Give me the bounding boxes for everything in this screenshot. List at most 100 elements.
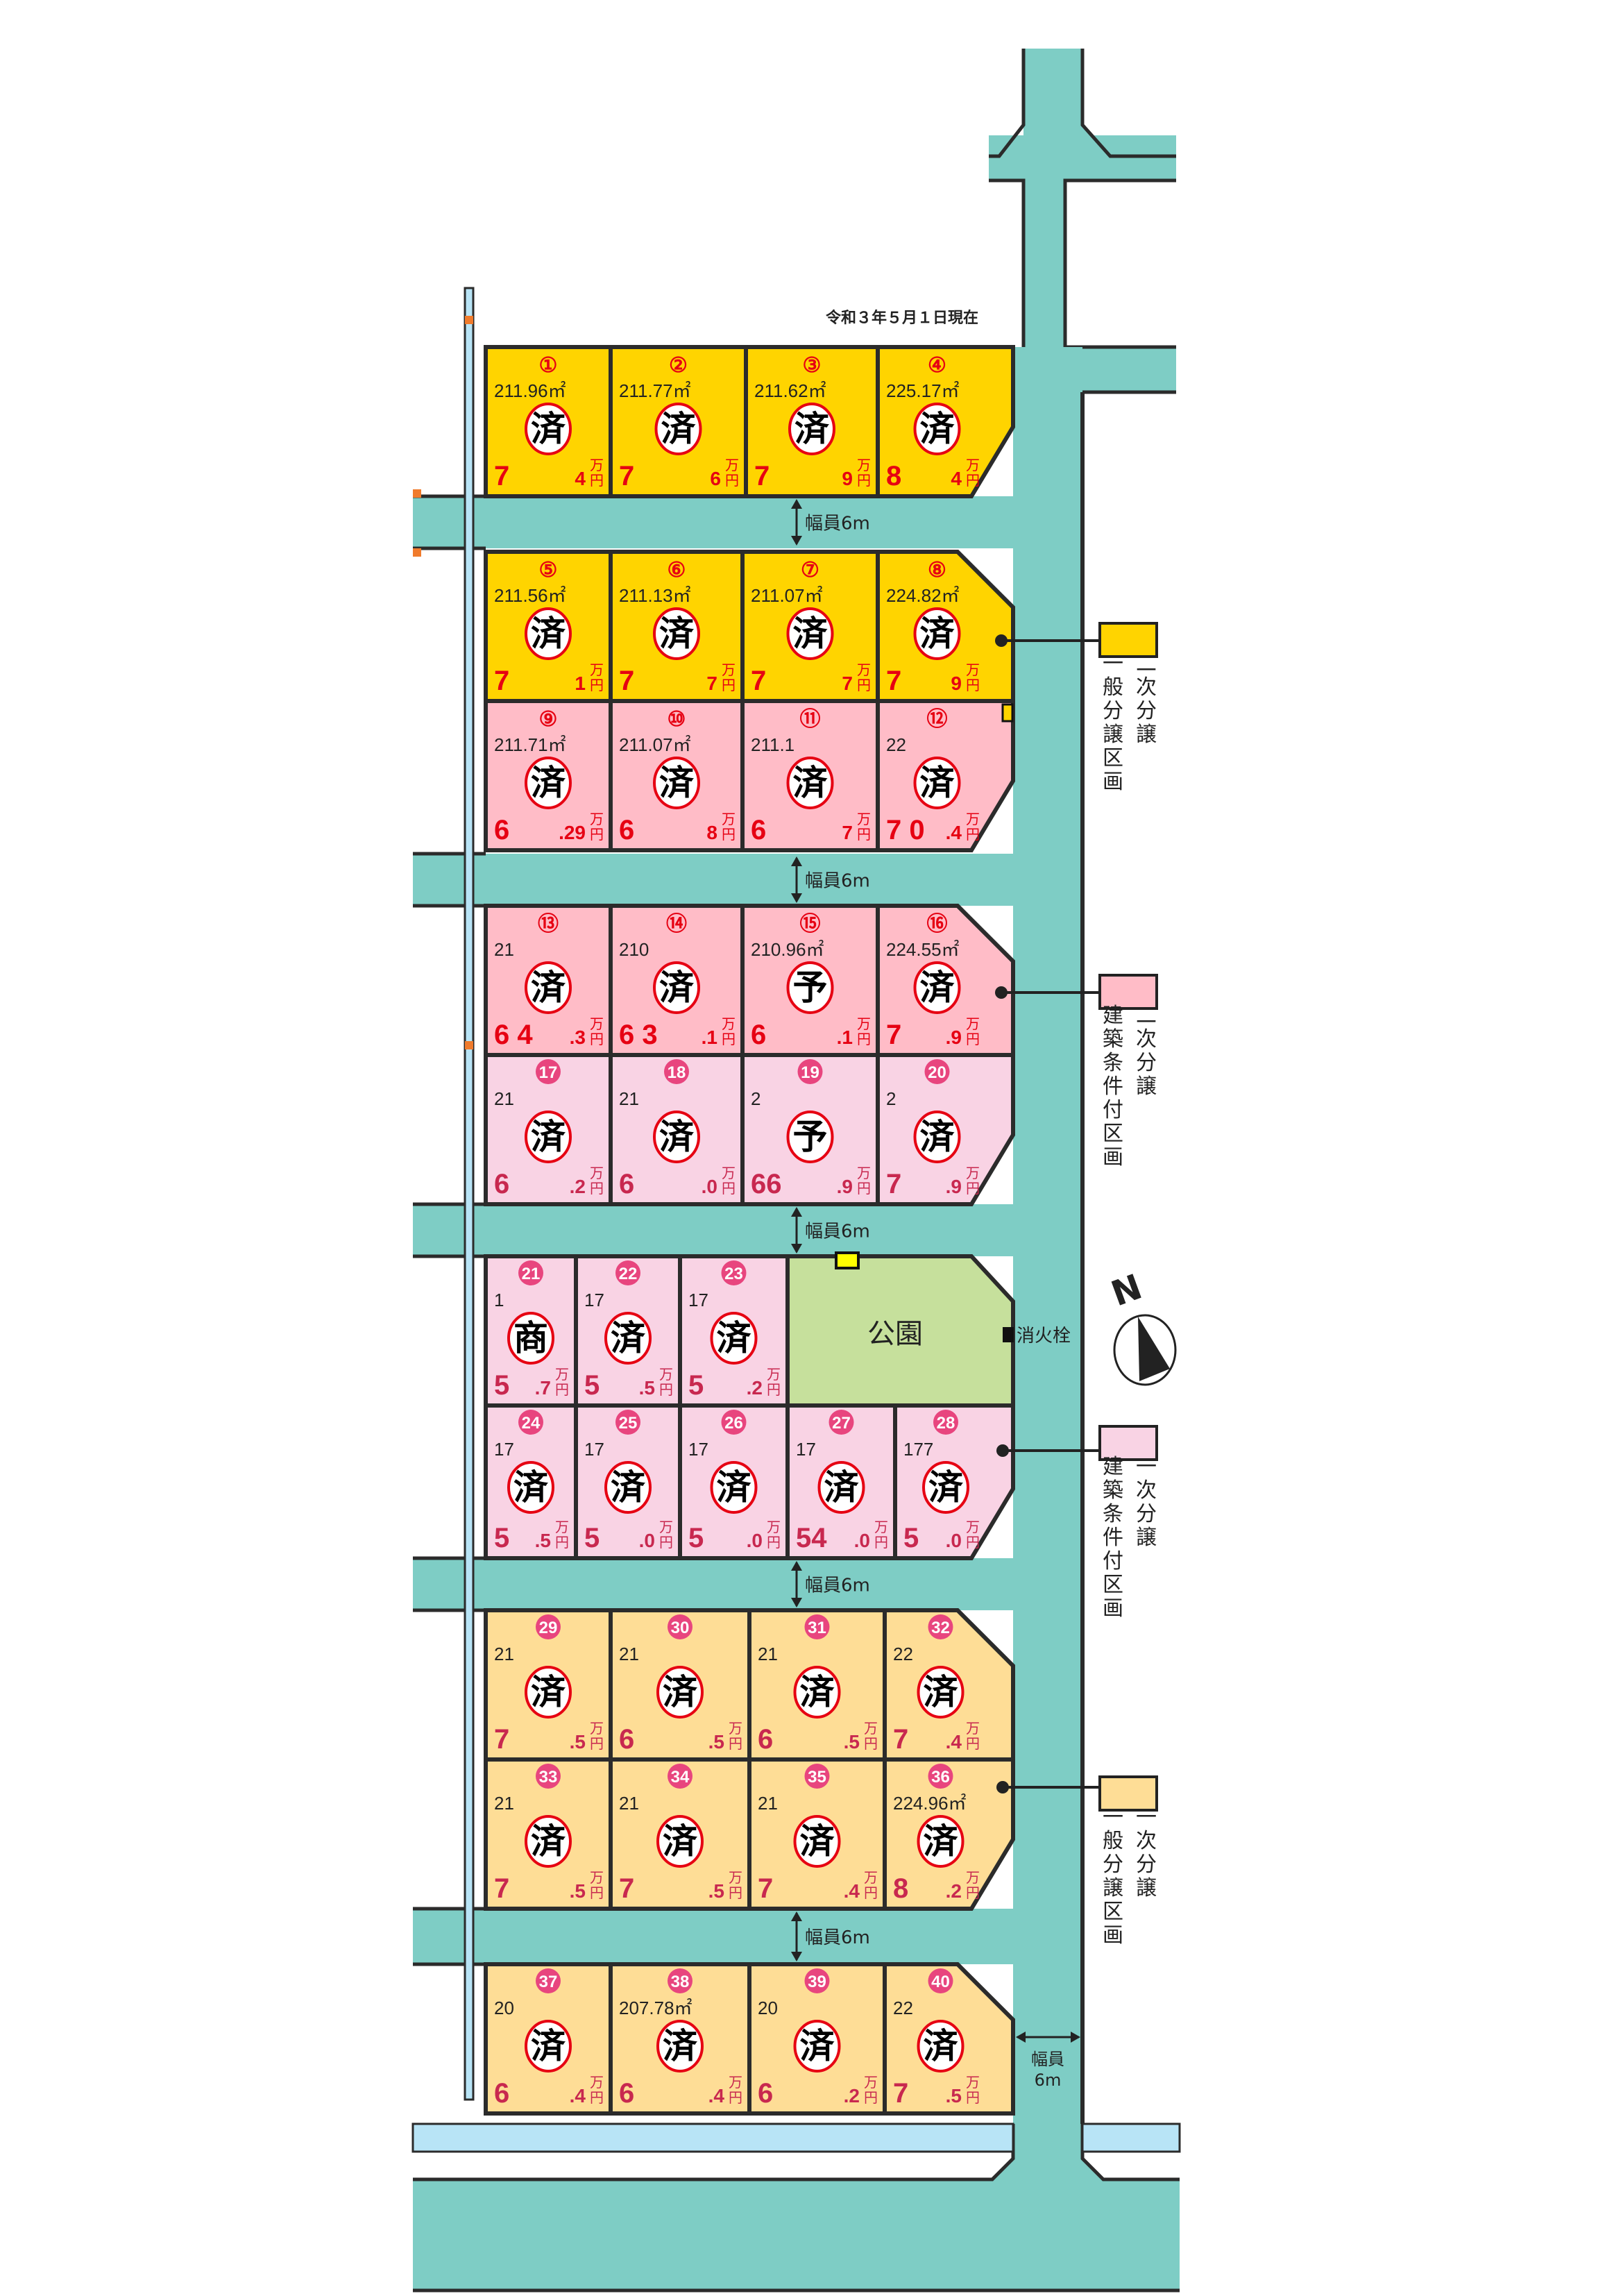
status-stamp[interactable]: 済: [525, 1666, 572, 1719]
status-stamp[interactable]: 済: [525, 403, 572, 455]
status-stamp[interactable]: 済: [917, 2020, 965, 2073]
status-stamp[interactable]: 済: [653, 961, 700, 1014]
status-stamp[interactable]: 済: [710, 1461, 758, 1514]
status-stamp[interactable]: 済: [786, 757, 834, 809]
park-area[interactable]: [785, 1254, 1015, 1408]
road-ew-3[interactable]: [413, 1204, 1017, 1256]
status-stamp[interactable]: 済: [817, 1461, 865, 1514]
status-stamp[interactable]: 済: [653, 607, 700, 660]
price-unit-man: 万: [864, 1869, 878, 1886]
status-stamp[interactable]: 済: [525, 607, 572, 660]
status-stamp[interactable]: 済: [710, 1312, 758, 1365]
road-ew-1[interactable]: [413, 496, 1017, 548]
lot-price-trailing: .5: [570, 1880, 586, 1902]
lot-price-leading: 7: [494, 666, 509, 696]
status-stamp[interactable]: 済: [525, 1815, 572, 1868]
status-stamp[interactable]: 済: [654, 403, 702, 455]
status-stamp[interactable]: 済: [913, 607, 961, 660]
status-stamp[interactable]: 済: [913, 1111, 961, 1163]
status-stamp[interactable]: 済: [917, 1666, 965, 1719]
status-stamp[interactable]: 予: [786, 1111, 834, 1163]
status-stamp[interactable]: 済: [793, 1666, 841, 1719]
status-stamp[interactable]: 済: [917, 1815, 965, 1868]
status-stamp[interactable]: 済: [525, 1111, 572, 1163]
status-stamp[interactable]: 済: [653, 1111, 700, 1163]
road-east-stub[interactable]: [1082, 347, 1176, 392]
lot-price-leading: 6: [619, 1724, 634, 1755]
status-stamp[interactable]: 済: [913, 961, 961, 1014]
status-stamp[interactable]: 済: [653, 757, 700, 809]
status-stamp[interactable]: 済: [656, 1666, 704, 1719]
status-stamp[interactable]: 済: [922, 1461, 969, 1514]
status-stamp[interactable]: 済: [656, 1815, 704, 1868]
road-main-ns[interactable]: [1013, 347, 1082, 2263]
road-north[interactable]: [1023, 49, 1176, 347]
status-stamp[interactable]: 済: [525, 757, 572, 809]
status-stamp[interactable]: 済: [525, 961, 572, 1014]
status-stamp[interactable]: 済: [604, 1461, 652, 1514]
road-south[interactable]: [413, 2124, 1180, 2290]
road-ew-5[interactable]: [413, 1909, 1017, 1964]
lot-area: 211.77㎡: [619, 380, 691, 401]
status-stamp[interactable]: 予: [786, 961, 834, 1014]
north-compass: N: [1106, 1267, 1177, 1386]
status-stamp[interactable]: 済: [525, 2020, 572, 2073]
status-stamp[interactable]: 済: [793, 2020, 841, 2073]
park[interactable]: 公園消火栓: [785, 1251, 1071, 1408]
status-stamp[interactable]: 済: [913, 757, 961, 809]
road-ew-4[interactable]: [413, 1558, 1017, 1610]
status-stamp[interactable]: 商: [507, 1312, 554, 1365]
price-unit-man: 万: [729, 1720, 742, 1737]
lot-area: 17: [796, 1439, 816, 1460]
lot-number: 37: [539, 1973, 558, 1991]
road-ew-2[interactable]: [413, 854, 1017, 906]
status-stamp[interactable]: 済: [913, 403, 961, 455]
status-stamp[interactable]: 済: [604, 1312, 652, 1365]
status-stamp[interactable]: 済: [788, 403, 835, 455]
status-stamp[interactable]: 済: [793, 1815, 841, 1868]
status-stamp[interactable]: 済: [786, 607, 834, 660]
status-stamp[interactable]: 済: [656, 2020, 704, 2073]
status-stamp[interactable]: 済: [507, 1461, 554, 1514]
